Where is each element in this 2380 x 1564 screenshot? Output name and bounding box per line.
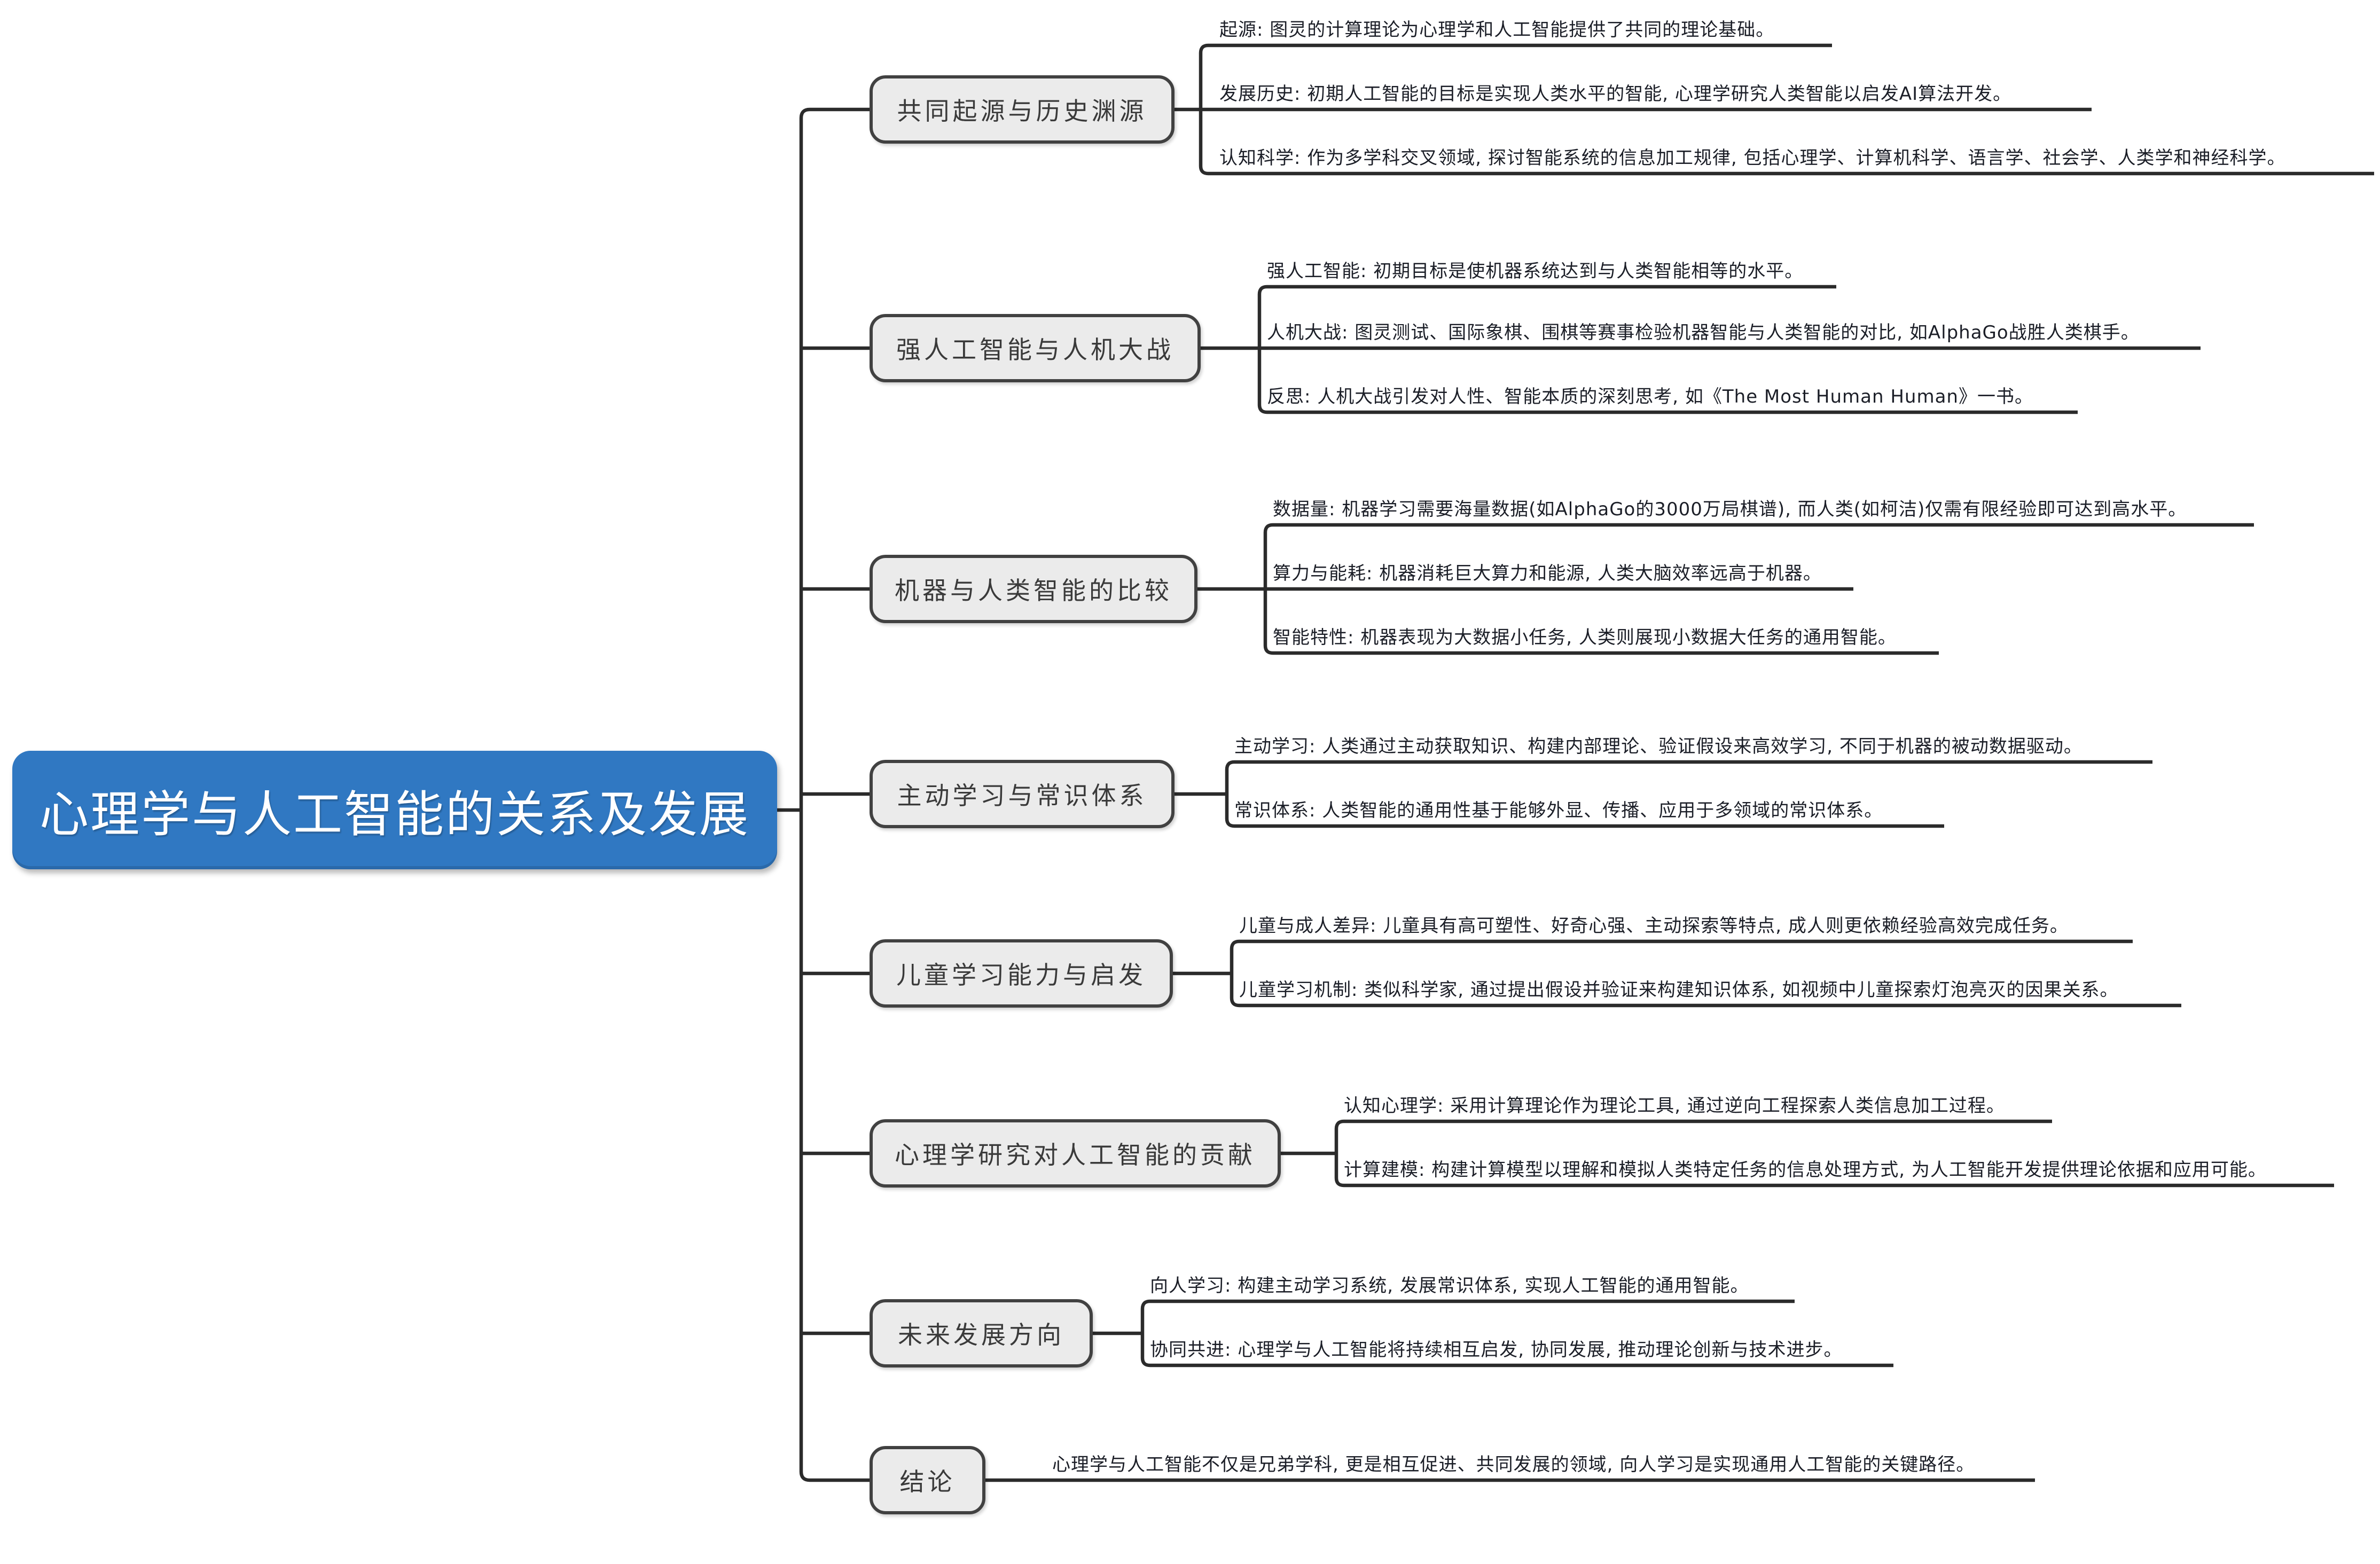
root-topic[interactable]: 心理学与人工智能的关系及发展: [12, 751, 777, 869]
subtopic-5-1[interactable]: 儿童与成人差异: 儿童具有高可塑性、好奇心强、主动探索等特点, 成人则更依赖经验…: [1239, 915, 2069, 937]
subtopic-3-2[interactable]: 算力与能耗: 机器消耗巨大算力和能源, 人类大脑效率远高于机器。: [1273, 563, 1822, 584]
branch-topic-3[interactable]: 机器与人类智能的比较: [870, 555, 1197, 623]
branch-topic-2[interactable]: 强人工智能与人机大战: [870, 314, 1201, 382]
subtopic-5-2[interactable]: 儿童学习机制: 类似科学家, 通过提出假设并验证来构建知识体系, 如视频中儿童探…: [1239, 979, 2119, 1001]
connector-path: [1201, 285, 2201, 414]
connector-path: [1173, 939, 2181, 1008]
branch-topic-1[interactable]: 共同起源与历史渊源: [870, 75, 1175, 144]
subtopic-2-3[interactable]: 反思: 人机大战引发对人性、智能本质的深刻思考, 如《The Most Huma…: [1267, 386, 2033, 407]
branch-topic-4[interactable]: 主动学习与常识体系: [870, 760, 1175, 828]
subtopic-2-1[interactable]: 强人工智能: 初期目标是使机器系统达到与人类智能相等的水平。: [1267, 261, 1804, 282]
subtopic-6-1[interactable]: 认知心理学: 采用计算理论作为理论工具, 通过逆向工程探索人类信息加工过程。: [1344, 1095, 2005, 1117]
connector-path: [1175, 43, 2374, 176]
connector-path: [1281, 1119, 2334, 1188]
connector-path: [1093, 1299, 1893, 1367]
subtopic-7-1[interactable]: 向人学习: 构建主动学习系统, 发展常识体系, 实现人工智能的通用智能。: [1150, 1275, 1749, 1296]
subtopic-2-2[interactable]: 人机大战: 图灵测试、国际象棋、围棋等赛事检验机器智能与人类智能的对比, 如Al…: [1267, 322, 2140, 343]
subtopic-1-1[interactable]: 起源: 图灵的计算理论为心理学和人工智能提供了共同的理论基础。: [1219, 19, 1775, 41]
branch-topic-5[interactable]: 儿童学习能力与启发: [870, 939, 1173, 1008]
subtopic-6-2[interactable]: 计算建模: 构建计算模型以理解和模拟人类特定任务的信息处理方式, 为人工智能开发…: [1344, 1159, 2267, 1181]
connector-path: [1175, 760, 2152, 828]
subtopic-3-1[interactable]: 数据量: 机器学习需要海量数据(如AlphaGo的3000万局棋谱), 而人类(…: [1273, 499, 2187, 520]
branch-topic-7[interactable]: 未来发展方向: [870, 1299, 1093, 1367]
subtopic-4-2[interactable]: 常识体系: 人类智能的通用性基于能够外显、传播、应用于多领域的常识体系。: [1234, 800, 1883, 821]
branch-topic-6[interactable]: 心理学研究对人工智能的贡献: [870, 1119, 1281, 1188]
subtopic-3-3[interactable]: 智能特性: 机器表现为大数据小任务, 人类则展现小数据大任务的通用智能。: [1273, 627, 1897, 648]
branch-topic-8[interactable]: 结论: [870, 1446, 985, 1514]
subtopic-1-3[interactable]: 认知科学: 作为多学科交叉领域, 探讨智能系统的信息加工规律, 包括心理学、计算…: [1219, 147, 2286, 169]
connector-path: [777, 346, 870, 1335]
connector-path: [1197, 523, 2254, 655]
subtopic-4-1[interactable]: 主动学习: 人类通过主动获取知识、构建内部理论、验证假设来高效学习, 不同于机器…: [1234, 736, 2082, 757]
subtopic-1-2[interactable]: 发展历史: 初期人工智能的目标是实现人类水平的智能, 心理学研究人类智能以启发A…: [1219, 83, 2012, 105]
subtopic-7-2[interactable]: 协同共进: 心理学与人工智能将持续相互启发, 协同发展, 推动理论创新与技术进步…: [1150, 1339, 1843, 1361]
subtopic-8-1[interactable]: 心理学与人工智能不仅是兄弟学科, 更是相互促进、共同发展的领域, 向人学习是实现…: [1052, 1454, 1975, 1475]
